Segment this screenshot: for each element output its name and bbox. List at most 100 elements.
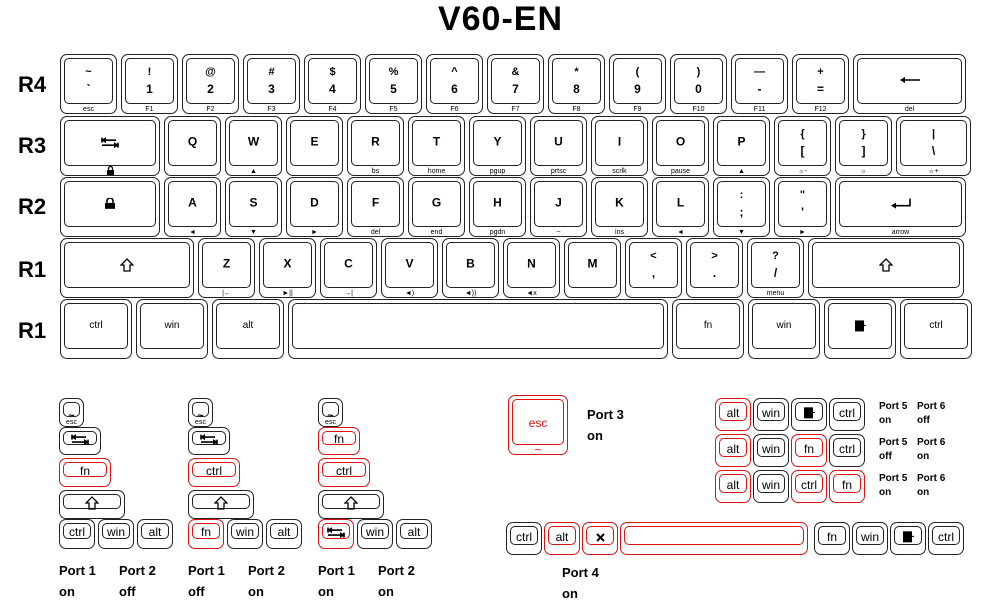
key-tab[interactable]: [188, 427, 230, 455]
key-v[interactable]: V◄): [381, 238, 438, 298]
key-ctrl[interactable]: ctrl: [900, 299, 972, 359]
key-enter[interactable]: arrow: [835, 177, 966, 237]
key-l[interactable]: L◄: [652, 177, 709, 237]
key-menu[interactable]: [791, 398, 827, 431]
key-fn[interactable]: fn: [814, 522, 850, 555]
spacebar[interactable]: }]☼: [835, 116, 892, 176]
key-z[interactable]: Z|←: [198, 238, 255, 298]
key-esc[interactable]: ~`esc: [318, 398, 343, 440]
key-capslock[interactable]: [60, 177, 160, 237]
key-fn[interactable]: fn: [59, 458, 111, 487]
key-alt[interactable]: alt: [715, 470, 751, 503]
key-ctrl[interactable]: ctrl: [59, 519, 95, 549]
key-n[interactable]: N◄x: [503, 238, 560, 298]
spacebar[interactable]: |\☼+: [896, 116, 971, 176]
key-ctrl[interactable]: ctrl: [829, 398, 865, 431]
key-p[interactable]: P▲: [713, 116, 770, 176]
key-win[interactable]: win: [753, 470, 789, 503]
key-fn[interactable]: fn: [188, 519, 224, 549]
spacebar[interactable]: —-F11: [731, 54, 788, 114]
spacebar[interactable]: +=F12: [792, 54, 849, 114]
key-a[interactable]: A◄: [164, 177, 221, 237]
key-alt[interactable]: alt: [266, 519, 302, 549]
key-ctrl[interactable]: ctrl: [829, 434, 865, 467]
key-win[interactable]: win: [852, 522, 888, 555]
key-fn[interactable]: fn: [829, 470, 865, 503]
key-shift[interactable]: [59, 490, 125, 519]
key-esc[interactable]: esc~: [508, 395, 568, 456]
key-ctrl[interactable]: ctrl: [506, 522, 542, 555]
spacebar[interactable]: ?/menu: [747, 238, 804, 298]
key-shift[interactable]: [188, 490, 254, 519]
key-ctrl[interactable]: ctrl: [60, 299, 132, 359]
key-ctrl[interactable]: ctrl: [791, 470, 827, 503]
key-c[interactable]: C→|: [320, 238, 377, 298]
key-fn[interactable]: fn: [791, 434, 827, 467]
key-d[interactable]: D►: [286, 177, 343, 237]
key-tab[interactable]: [318, 519, 354, 549]
key-ctrl[interactable]: ctrl: [188, 458, 240, 487]
key-fn[interactable]: fn: [672, 299, 744, 359]
key-shift[interactable]: [60, 238, 194, 298]
spacebar[interactable]: {[☼-: [774, 116, 831, 176]
key-shift[interactable]: [808, 238, 964, 298]
key-m[interactable]: M: [564, 238, 621, 298]
key-e[interactable]: E: [286, 116, 343, 176]
key-esc[interactable]: ~`esc: [188, 398, 213, 440]
key-j[interactable]: J~: [530, 177, 587, 237]
key-alt[interactable]: alt: [715, 434, 751, 467]
key-win[interactable]: win: [136, 299, 208, 359]
key-win[interactable]: win: [753, 398, 789, 431]
key-space[interactable]: [288, 299, 668, 359]
key-alt[interactable]: alt: [212, 299, 284, 359]
key-tab[interactable]: [60, 116, 160, 176]
key-q[interactable]: Q: [164, 116, 221, 176]
spacebar[interactable]: ~`esc: [60, 54, 117, 114]
key-w[interactable]: W▲: [225, 116, 282, 176]
key-ctrl[interactable]: ctrl: [318, 458, 370, 487]
key-alt[interactable]: alt: [396, 519, 432, 549]
key-ctrl[interactable]: ctrl: [928, 522, 964, 555]
key-menu[interactable]: [890, 522, 926, 555]
spacebar[interactable]: :;▼: [713, 177, 770, 237]
key-alt[interactable]: alt: [715, 398, 751, 431]
key-fn[interactable]: fn: [318, 427, 360, 455]
key-x[interactable]: [582, 522, 618, 555]
key-space[interactable]: [620, 522, 808, 555]
key-win[interactable]: win: [748, 299, 820, 359]
key-tab[interactable]: [59, 427, 101, 455]
key-x[interactable]: X►||: [259, 238, 316, 298]
key-s[interactable]: S▼: [225, 177, 282, 237]
key-esc[interactable]: ~`esc: [59, 398, 84, 440]
key-win[interactable]: win: [227, 519, 263, 549]
spacebar[interactable]: <,: [625, 238, 682, 298]
key-win[interactable]: win: [357, 519, 393, 549]
key-win[interactable]: win: [98, 519, 134, 549]
spacebar[interactable]: >.: [686, 238, 743, 298]
key-alt[interactable]: alt: [137, 519, 173, 549]
spacebar[interactable]: "'►: [774, 177, 831, 237]
key-b[interactable]: B◄)): [442, 238, 499, 298]
key-alt[interactable]: alt: [544, 522, 580, 555]
key-menu[interactable]: [824, 299, 896, 359]
key-shift[interactable]: [318, 490, 384, 519]
key-backspace[interactable]: del: [853, 54, 966, 114]
